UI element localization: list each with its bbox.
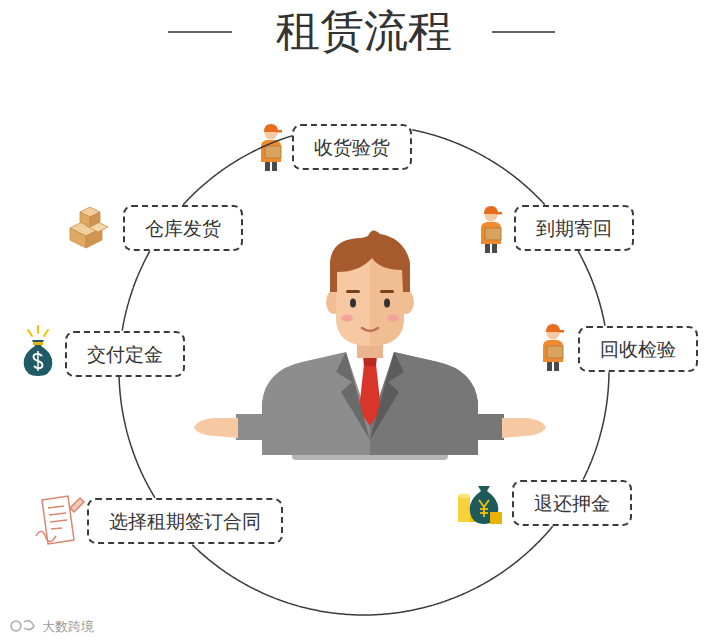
title-text: 租赁流程 (276, 5, 452, 56)
cycle-arc (119, 377, 155, 498)
step-box: 交付定金 (65, 331, 185, 377)
title: 租赁流程 (0, 4, 728, 58)
step-label: 仓库发货 (145, 217, 221, 240)
step-label: 退还押金 (534, 492, 610, 515)
step-box: 收货验货 (292, 124, 412, 170)
step-box: 退还押金 (512, 480, 632, 526)
step-box: 选择租期签订合同 (87, 498, 283, 544)
step-label: 到期寄回 (536, 217, 612, 240)
step-label: 交付定金 (87, 343, 163, 366)
cycle-arc (578, 251, 605, 326)
watermark: 大数跨境 (42, 618, 94, 636)
step-box: 仓库发货 (123, 205, 243, 251)
cycle-arc (122, 251, 150, 331)
step-box: 回收检验 (578, 326, 698, 372)
cycle-arc (412, 130, 544, 205)
step-box: 到期寄回 (514, 205, 634, 251)
cycle-arc (583, 372, 609, 480)
step-label: 回收检验 (600, 338, 676, 361)
step-label: 选择租期签订合同 (109, 510, 261, 533)
cycle-arc (183, 136, 292, 205)
step-label: 收货验货 (314, 136, 390, 159)
